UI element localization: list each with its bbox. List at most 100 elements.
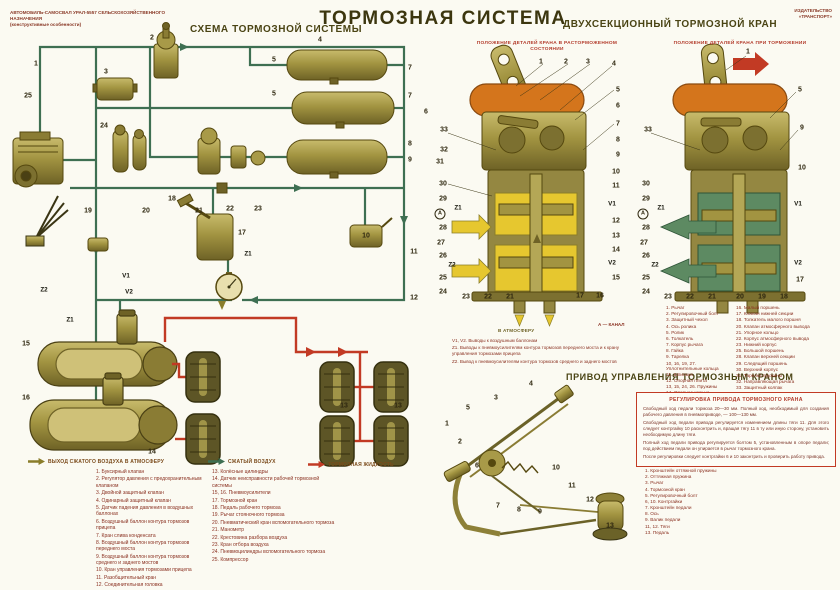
chamber — [539, 125, 565, 151]
brake-fluid-pipes — [163, 316, 374, 443]
legend-item: 4. Одинарный защитный клапан — [96, 497, 171, 504]
legend-item: 7. Кран слива конденсата — [96, 532, 156, 539]
valve-left-caption: ПОЛОЖЕНИЕ ДЕТАЛЕЙ КРАНА В РАСТОРМОЖЕННОМ… — [476, 41, 618, 52]
legend-item: 8. Гайка — [666, 348, 684, 354]
legend-item: 11. Разобщительный кран — [96, 574, 157, 581]
legend-item: 20. Клапан атмосферного вывода — [736, 323, 810, 329]
adjustment-note-box: РЕГУЛИРОВКА ПРИВОДА ТОРМОЗНОГО КРАНА Сво… — [636, 392, 836, 467]
callout-leaders — [650, 55, 799, 151]
legend-item: 5. Регулировочный болт — [645, 492, 698, 498]
return-spring — [501, 460, 539, 474]
legend-item: 3. Защитный чехол — [666, 317, 708, 323]
legend-item: 8. Воздушный баллон контура тормозов пер… — [96, 539, 190, 553]
callout-leaders — [447, 63, 615, 197]
publisher-stamp: ИЗДАТЕЛЬСТВО «ТРАНСПОРТ» — [748, 8, 832, 20]
legend-item: 22. Корпус атмосферного вывода — [736, 335, 809, 341]
legend-item: 9. Валик педали — [645, 517, 681, 523]
valve-section-released — [447, 44, 615, 327]
legend-item: 13, 15, 24, 26. Пружины — [666, 384, 718, 390]
brake-system-schematic — [12, 22, 409, 467]
legend-item: 2. Регулировочный болт — [666, 311, 719, 317]
legend-item: 3. Двойной защитный клапан — [96, 490, 164, 497]
channel-label: А — КАНАЛ — [598, 322, 625, 327]
legend-item: 17. Тормозной кран — [212, 497, 258, 504]
poster-subject-line2: (конструктивные особенности) — [10, 22, 82, 28]
legend-item: 3. Рычаг — [645, 480, 664, 486]
legend-item: 13. Педаль — [645, 529, 670, 535]
legend-item: V1, V2. Выводы к воздушным баллонам — [452, 338, 538, 343]
page-title: ТОРМОЗНАЯ СИСТЕМА — [319, 8, 567, 29]
port-z1-arrow — [659, 214, 717, 240]
legend-item: 6. Толкатель — [666, 335, 694, 341]
legend-item: 9. Воздушный баллон контура тормозов сре… — [96, 553, 190, 567]
pivot — [488, 459, 496, 467]
legend-item: 2. Оттяжная пружина — [645, 474, 692, 480]
legend-item: 5. Датчик падения давления в воздушных б… — [96, 504, 194, 518]
pedal-plate — [443, 461, 471, 482]
adjustment-note-p4: После регулировки следует контргайки 6 и… — [643, 454, 826, 460]
flange — [471, 291, 603, 302]
pressure-regulator — [153, 22, 179, 79]
legend-item: 6. Воздушный баллон контура тормозов при… — [96, 518, 190, 532]
publisher-stamp-line1: ИЗДАТЕЛЬСТВО — [794, 8, 832, 13]
legend-item: 14. Датчик неисправности рабочей тормозн… — [212, 476, 320, 489]
port-z1-arrow — [451, 214, 492, 240]
chamber — [498, 126, 526, 154]
adjustment-note-p3: Полный ход педали привода регулируется б… — [643, 440, 829, 452]
legend-item: Z1. Выводы к пневмоусилителям контура то… — [452, 345, 619, 357]
legend-item: 17. Клапан нижней секции — [736, 311, 794, 317]
roller — [700, 117, 742, 127]
exhaust-arrow — [218, 301, 226, 310]
adjustment-note-title: РЕГУЛИРОВКА ПРИВОДА ТОРМОЗНОГО КРАНА — [669, 397, 803, 403]
legend-item: 22. Крестовина разбора воздуха — [212, 534, 288, 541]
legend-item: 25. Большой поршень — [736, 348, 785, 354]
legend-item: 31. Тарелка пружины — [736, 372, 783, 378]
brake-valve-pedal — [176, 193, 234, 261]
stem — [529, 173, 543, 295]
port — [513, 300, 526, 314]
atmosphere-arrow — [514, 314, 525, 327]
legend-item: 30. Верхний корпус — [736, 366, 779, 372]
legend-item: 5. Ролик — [666, 329, 685, 335]
crane-body — [597, 500, 624, 532]
poster-artwork — [12, 22, 806, 541]
compressor — [12, 131, 64, 188]
chamber — [701, 126, 729, 154]
air-reservoirs — [286, 49, 395, 179]
valve-title: ДВУХСЕКЦИОННЫЙ ТОРМОЗНОЙ КРАН — [563, 19, 778, 30]
legend-item: 1. Кронштейн оттяжной пружины — [645, 468, 717, 473]
legend-item: 10. Кран управления тормозами прицепа — [96, 567, 192, 574]
legend-item: 28. Клапан верхней секции — [736, 354, 795, 360]
legend-item: 4. Ось ролика — [666, 323, 697, 329]
pedal-force-arrow — [733, 52, 769, 76]
chamber — [742, 125, 768, 151]
legend-item: 21. Манометр — [212, 527, 245, 534]
legend-item: 23. Кран отбора воздуха — [212, 541, 269, 548]
legend-item: 12. Опорная плита — [666, 378, 707, 384]
fluid-arrows — [306, 347, 348, 357]
legend-item: 8. Ось — [645, 511, 659, 517]
pneumatic-boosters — [29, 309, 178, 451]
legend-item: 33. Защитный колпак — [736, 385, 783, 391]
legend-item: 13. Колёсные цилиндры — [212, 469, 269, 475]
flange — [674, 291, 806, 302]
port-z2-arrow — [451, 258, 492, 284]
air-pipes — [38, 45, 406, 404]
hand-brake-lever — [25, 195, 69, 247]
schematic-title: СХЕМА ТОРМОЗНОЙ СИСТЕМЫ — [190, 24, 363, 35]
legend-item: 1. Буксирный клапан — [96, 469, 145, 475]
flow-arrow — [533, 234, 541, 243]
port — [716, 300, 729, 314]
manometer — [215, 272, 243, 301]
legend-item: 7. Корпус рычага — [666, 342, 703, 348]
legend-item: 1. Рычаг — [666, 305, 685, 310]
legend-item: 10, 16, 19, 27. Уплотнительные кольца — [666, 360, 719, 371]
valve-right-caption: ПОЛОЖЕНИЕ ДЕТАЛЕЙ КРАНА ПРИ ТОРМОЖЕНИИ — [673, 41, 807, 46]
linkage-title: ПРИВОД УПРАВЛЕНИЯ ТОРМОЗНЫМ КРАНОМ — [566, 372, 794, 382]
roller — [497, 115, 539, 129]
